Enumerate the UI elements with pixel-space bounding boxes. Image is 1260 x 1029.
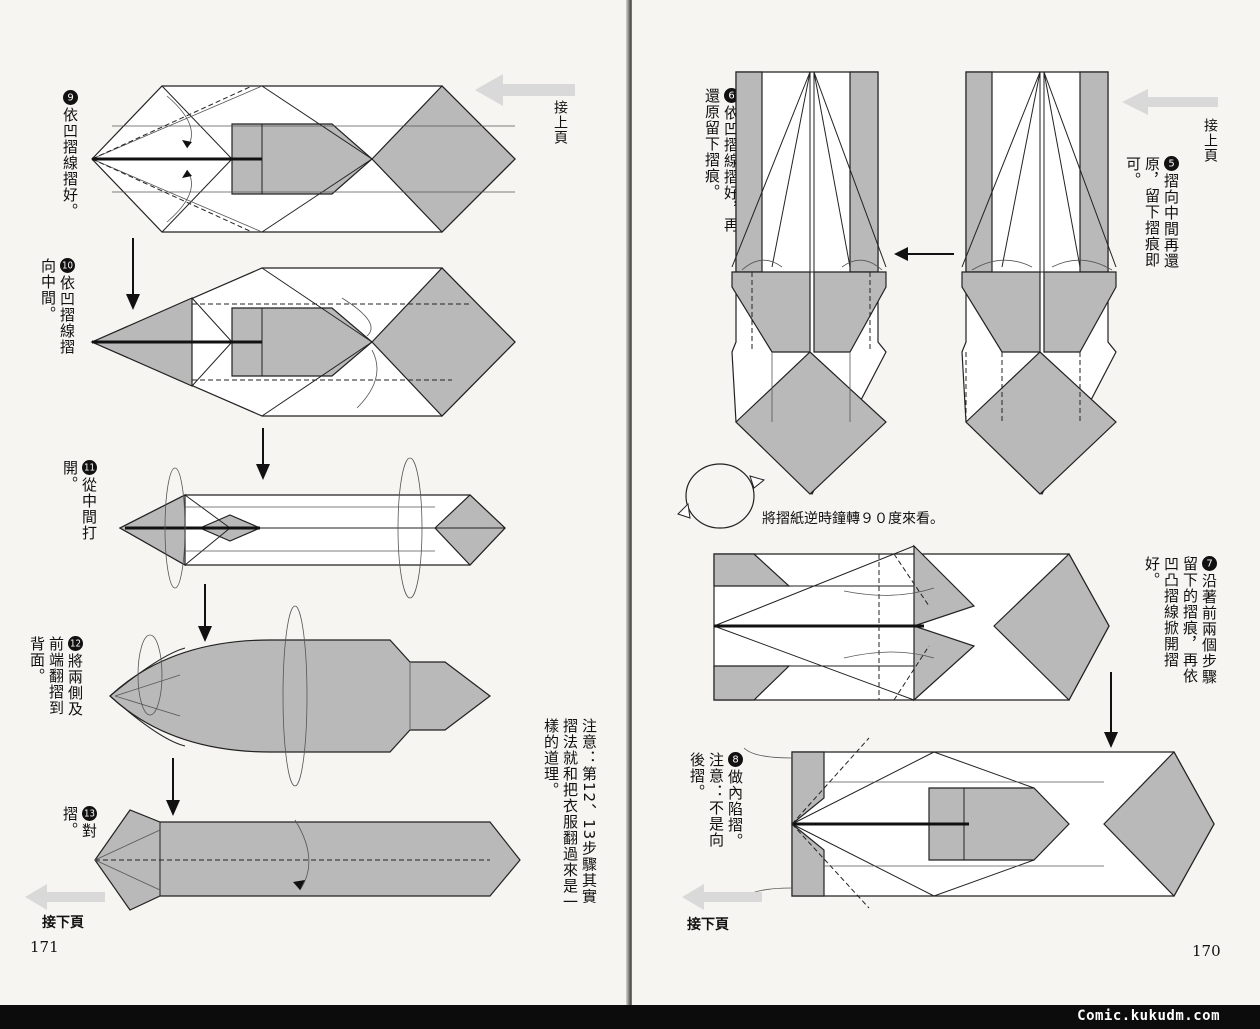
step-12-text: 12將兩側及前端翻摺到背面。 [28,636,84,726]
left-page: 接上頁 9 依凹摺線摺好。 10依凹摺線摺向中間。 [0,0,628,1005]
down-arrow-icon [198,584,212,642]
step-11-text: 11從中間打開。 [60,460,98,570]
page-number: 171 [30,938,59,956]
continue-arrow-icon [1122,89,1218,115]
step-11-number: 11 [82,460,97,475]
step-8-label: 做內陷摺。注意：不是向後摺。 [688,752,744,849]
continue-from-label: 接上頁 [1202,118,1218,163]
down-arrow-icon [126,238,140,310]
note-text: 注意：第12、13步驟其實摺法就和把衣服翻過來是一樣的道理。 [542,718,598,910]
step-10-label: 依凹摺線摺向中間。 [39,258,76,355]
rotate-note: 將摺紙逆時鐘轉９０度來看。 [762,511,944,527]
step-8-text: 8做內陷摺。注意：不是向後摺。 [672,752,744,862]
continue-arrow-icon [475,74,575,106]
book-gutter [626,0,634,1005]
step-9-diagram [91,85,516,233]
rotate-counterclockwise-icon [677,463,766,529]
step-11-label: 從中間打開。 [61,460,98,541]
step-12-number: 12 [68,636,83,651]
page-number: 170 [1192,942,1221,960]
step-7-label: 沿著前兩個步驟留下的摺痕，再依凹凸摺線掀開摺好。 [1143,556,1218,685]
step-11-diagram [118,457,506,599]
step-6-diagram [731,71,887,495]
step-13-text: 13對摺。 [60,806,98,866]
step-7-text: 7沿著前兩個步驟留下的摺痕，再依凹凸摺線掀開摺好。 [1132,556,1218,686]
step-9-label: 依凹摺線摺好。 [61,107,79,219]
step-5-number: 5 [1164,156,1179,171]
continue-arrow-icon [682,884,762,910]
step-6-number: 6 [724,88,739,103]
step-5-label: 摺向中間再還原，留下摺痕即可。 [1124,156,1180,269]
left-arrow-icon [894,247,954,261]
down-arrow-icon [166,758,180,816]
step-10-number: 10 [60,258,75,273]
step-9-number: 9 [63,90,78,105]
continue-to-label: 接下頁 [42,915,84,931]
step-5-diagram [961,71,1117,495]
step-13-diagram [94,809,521,911]
step-5-text: 5摺向中間再還原，留下摺痕即可。 [1124,156,1180,276]
step-7-number: 7 [1202,556,1217,571]
step-8-diagram [743,737,1215,909]
footer-bar [0,1005,1260,1029]
watermark-text: Comic.kukudm.com [1077,1008,1220,1024]
continue-to-label: 接下頁 [687,917,729,933]
step-10-diagram [90,267,516,417]
step-9-text: 9 依凹摺線摺好。 [60,90,79,230]
step-12-diagram [109,605,491,787]
right-page: 接上頁 6依凹摺線摺好，再還原留下摺痕。 [632,0,1260,1005]
step-13-label: 對摺。 [61,806,98,839]
step-10-text: 10依凹摺線摺向中間。 [38,258,76,358]
down-arrow-icon [1104,672,1118,748]
step-8-number: 8 [728,752,743,767]
step-13-number: 13 [82,806,97,821]
step-12-label: 將兩側及前端翻摺到背面。 [28,636,84,717]
step-7-diagram [713,544,1110,702]
continue-arrow-icon [25,884,105,910]
continue-from-label: 接上頁 [552,100,568,145]
down-arrow-icon [256,428,270,480]
